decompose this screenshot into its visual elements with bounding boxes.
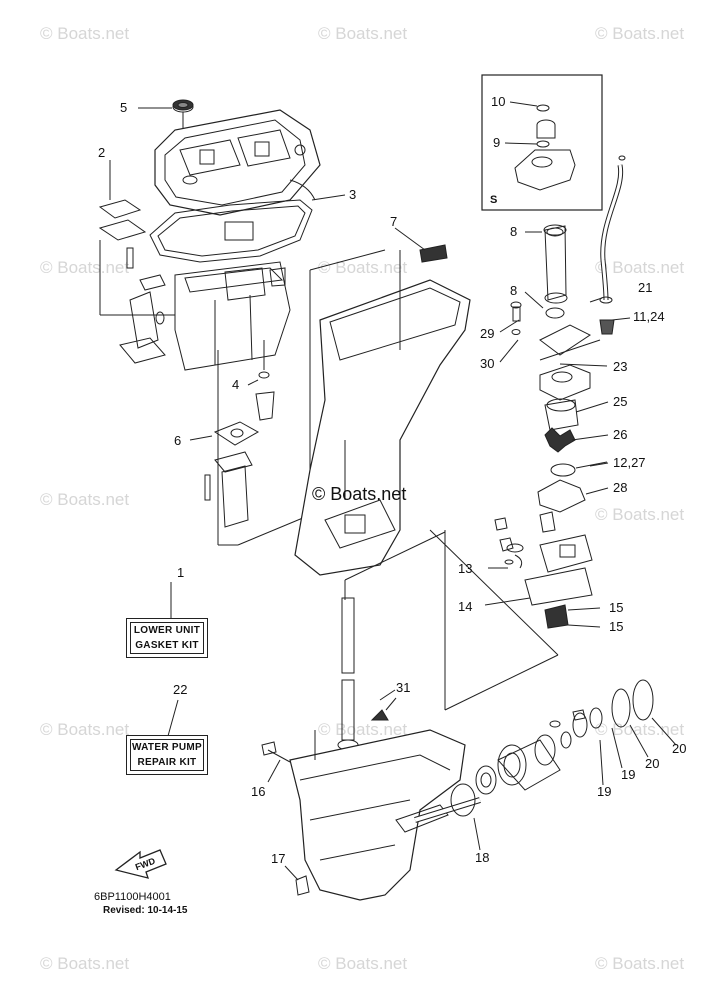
watermark: © Boats.net — [318, 954, 408, 973]
revised-date: Revised: 10-14-15 — [103, 905, 188, 916]
part-code: 6BP1100H4001 — [94, 891, 171, 903]
callout-16: 16 — [251, 784, 266, 799]
water-pump-assembly — [429, 224, 601, 711]
kit-line-1: LOWER UNIT — [133, 625, 201, 636]
callout-13: 13 — [458, 561, 473, 576]
callout-20-left: 20 — [645, 756, 660, 771]
callout-18: 18 — [475, 850, 490, 865]
callout-9: 9 — [493, 135, 501, 150]
watermark: © Boats.net — [40, 720, 130, 739]
watermark: © Boats.net — [595, 954, 685, 973]
callout-6: 6 — [174, 433, 182, 448]
watermark: © Boats.net — [40, 258, 130, 277]
callout-4: 4 — [232, 377, 240, 392]
seal-part-5 — [138, 99, 194, 180]
callout-8-lower: 8 — [510, 283, 518, 298]
gasket-part-3 — [149, 194, 346, 263]
part-4-bolt — [247, 340, 275, 421]
leader-lines — [167, 297, 677, 851]
watermark: © Boats.net — [40, 24, 130, 43]
hose-part-21 — [599, 155, 626, 335]
callout-20-right: 20 — [672, 741, 687, 756]
center-watermark: © Boats.net — [312, 484, 407, 504]
callout-2: 2 — [98, 145, 106, 160]
callout-17: 17 — [271, 851, 286, 866]
callout-15-lower: 15 — [609, 619, 624, 634]
kit-line-2: GASKET KIT — [135, 640, 199, 651]
callout-29: 29 — [480, 326, 495, 341]
prop-shaft-components — [414, 679, 654, 823]
watermark: © Boats.net — [40, 490, 130, 509]
callout-25: 25 — [613, 394, 628, 409]
watermark: © Boats.net — [40, 954, 130, 973]
watermark: © Boats.net — [595, 258, 685, 277]
callout-26: 26 — [613, 427, 628, 442]
callout-15-upper: 15 — [609, 600, 624, 615]
watermark: © Boats.net — [318, 258, 408, 277]
watermark: © Boats.net — [318, 720, 408, 739]
gasket-part-6 — [189, 421, 260, 446]
watermark: © Boats.net — [318, 24, 408, 43]
callout-10: 10 — [491, 94, 506, 109]
callout-1: 1 — [177, 565, 185, 580]
callout-11-24: 11,24 — [633, 309, 665, 324]
callout-31: 31 — [396, 680, 411, 695]
callout-5: 5 — [120, 100, 128, 115]
callout-19-right: 19 — [621, 767, 636, 782]
drive-shaft-housing — [294, 227, 471, 576]
fwd-arrow-icon — [114, 849, 167, 879]
watermark: © Boats.net — [595, 505, 685, 524]
watermark: © Boats.net — [595, 24, 685, 43]
lower-unit-gasket-kit-box: LOWER UNIT GASKET KIT — [126, 618, 208, 658]
upper-casing — [154, 109, 321, 216]
kit-line-1: WATER PUMP — [131, 742, 203, 753]
callout-30: 30 — [480, 356, 495, 371]
callout-7: 7 — [390, 214, 398, 229]
oil-pan — [174, 261, 291, 371]
callout-12-27: 12,27 — [613, 455, 646, 470]
callout-28: 28 — [613, 480, 628, 495]
lower-gearcase — [261, 531, 466, 901]
callout-22: 22 — [173, 682, 188, 697]
callout-21: 21 — [638, 280, 653, 295]
inset-box — [481, 74, 603, 211]
callout-8-upper: 8 — [510, 224, 518, 239]
callout-19-left: 19 — [597, 784, 612, 799]
callout-23: 23 — [613, 359, 628, 374]
callout-3: 3 — [349, 187, 357, 202]
water-pump-repair-kit-box: WATER PUMP REPAIR KIT — [126, 735, 208, 775]
inset-label: S — [490, 194, 498, 206]
kit-line-2: REPAIR KIT — [137, 757, 197, 768]
callout-14: 14 — [458, 599, 473, 614]
